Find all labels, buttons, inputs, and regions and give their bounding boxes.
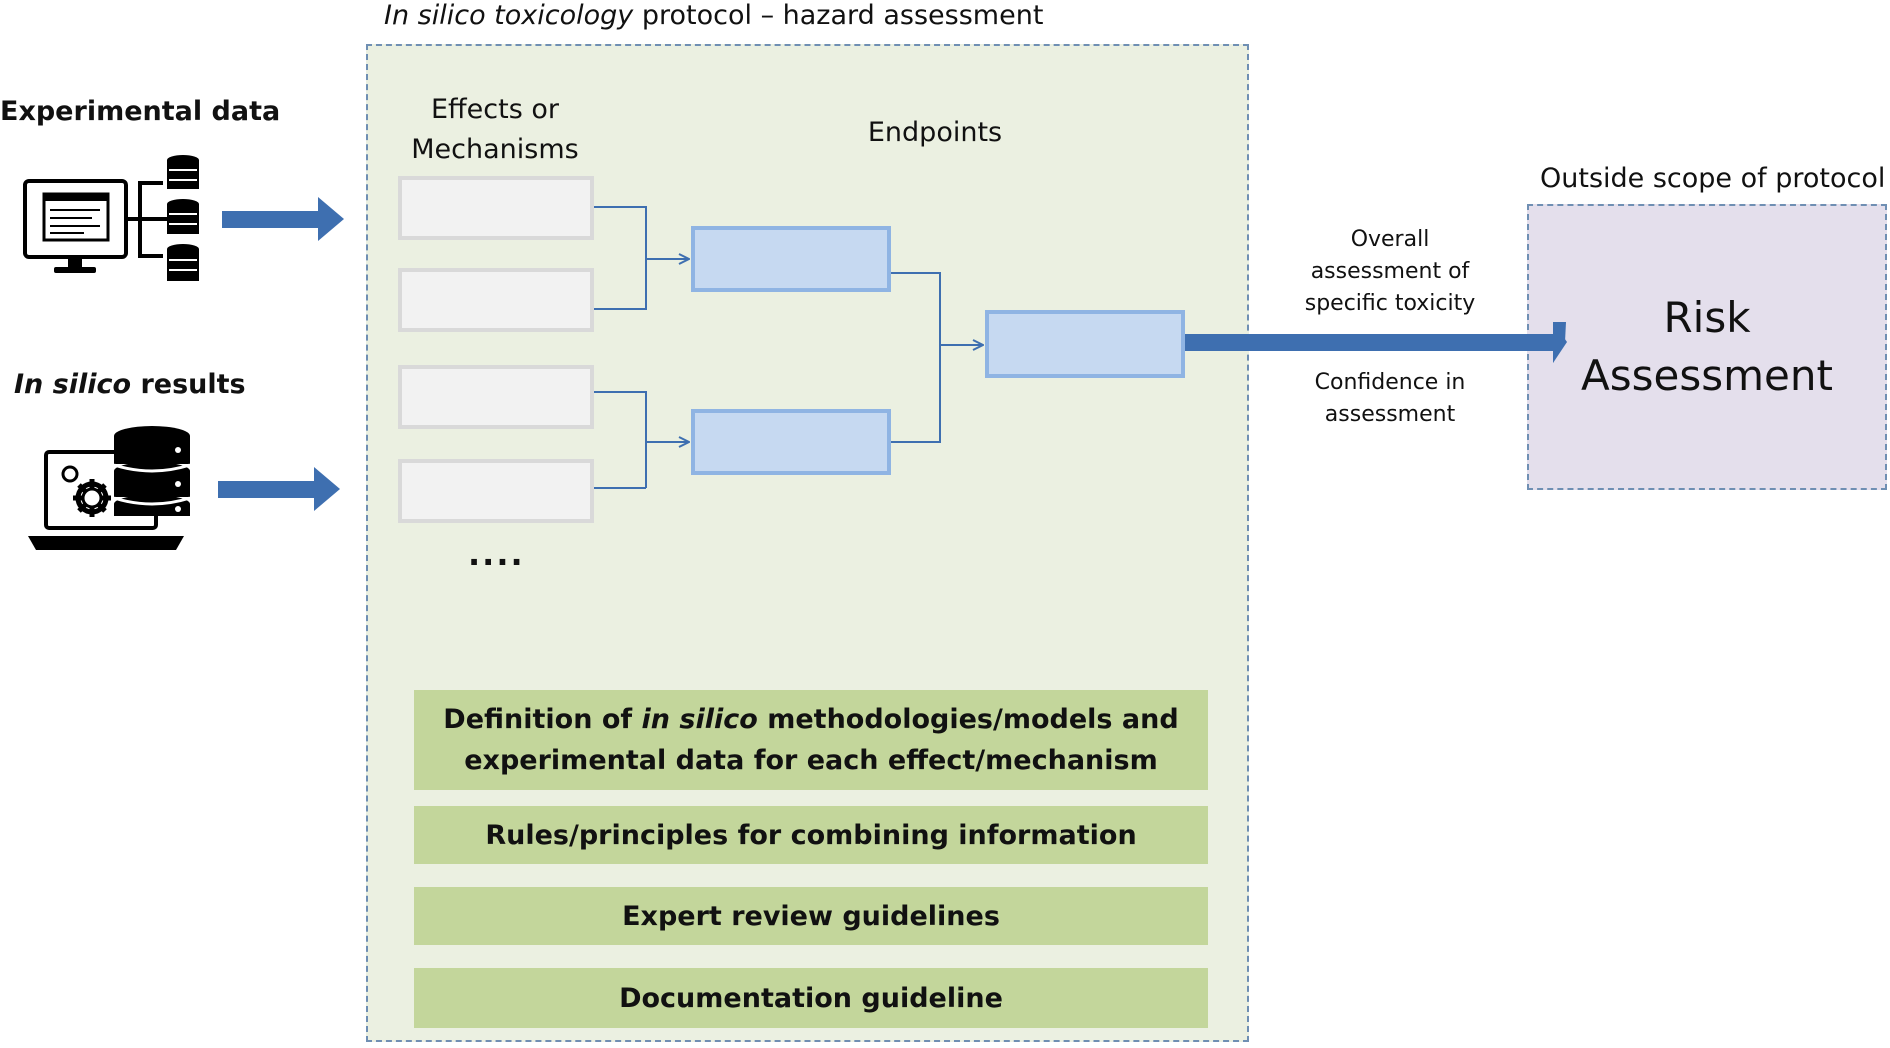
outside-scope-label: Outside scope of protocol (1540, 163, 1886, 194)
guideline-rules: Rules/principles for combining informati… (414, 806, 1208, 864)
guideline-definition: Definition of in silico methodologies/mo… (414, 690, 1208, 790)
overall-assessment-note: Overall assessment of specific toxicity (1304, 227, 1476, 316)
laptop-database-gear-icon (28, 426, 191, 550)
experimental-data-label: Experimental data (0, 96, 281, 127)
effect-box-1 (398, 176, 594, 240)
in-silico-italic-text: In silico (14, 369, 132, 400)
endpoint-box-2 (691, 409, 891, 475)
in-silico-results-text: results (131, 369, 246, 400)
endpoint-box-1 (691, 226, 891, 292)
effect-box-4 (398, 459, 594, 523)
g1-italic: in silico (641, 704, 758, 735)
effect-box-2 (398, 268, 594, 332)
insilico-input-arrow (218, 467, 340, 511)
output-arrow (1185, 322, 1567, 363)
overall-endpoint-box (985, 310, 1185, 378)
endpoints-header: Endpoints (867, 117, 1003, 148)
effects-header: Effects or Mechanisms (411, 94, 579, 165)
protocol-title-italic: In silico toxicology (384, 0, 634, 31)
g1-post: methodologies/models and experimental da… (464, 704, 1179, 776)
risk-assessment-panel: Risk Assessment (1527, 204, 1887, 490)
guideline-expert-review: Expert review guidelines (414, 887, 1208, 945)
confidence-note: Confidence in assessment (1314, 370, 1466, 427)
protocol-title-rest: protocol – hazard assessment (633, 0, 1044, 31)
protocol-title: In silico toxicology protocol – hazard a… (384, 0, 1043, 31)
ellipsis-more: .... (468, 535, 525, 573)
guideline-documentation: Documentation guideline (414, 968, 1208, 1028)
effect-box-3 (398, 365, 594, 429)
connector-effects-to-endpoint-2 (594, 391, 689, 489)
in-silico-results-label: In silico results (14, 369, 246, 400)
risk-assessment-title: Risk Assessment (1581, 293, 1833, 400)
g1-pre: Definition of (443, 704, 642, 735)
computer-database-icon (23, 155, 199, 281)
connector-effects-to-endpoint-1 (594, 206, 689, 310)
connector-endpoints-to-overall (891, 272, 983, 443)
experimental-input-arrow (222, 197, 344, 241)
